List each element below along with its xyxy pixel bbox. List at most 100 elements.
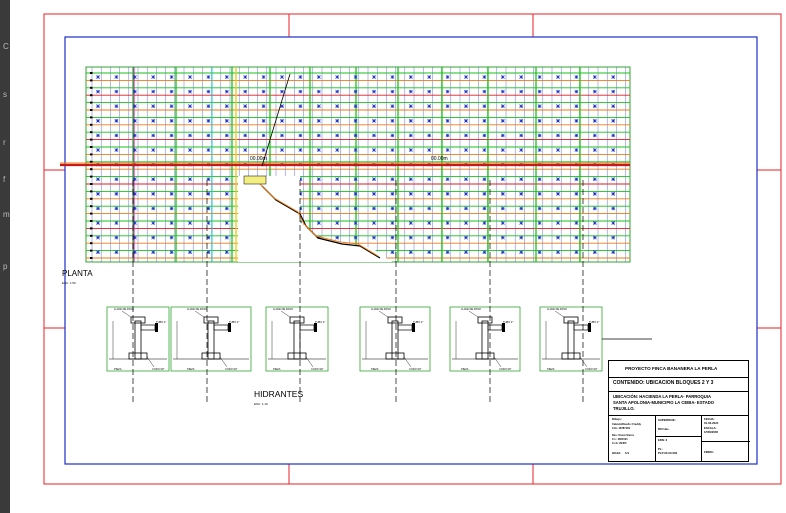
sprinkler-mark [151, 104, 156, 109]
sprinkler-mark [353, 177, 358, 182]
sprinkler-mark [556, 75, 560, 79]
sprinkler-mark [151, 206, 156, 211]
sprinkler-mark [132, 75, 137, 79]
sprinkler-mark [574, 148, 579, 152]
sprinkler-mark [611, 89, 616, 94]
sprinkler-mark [261, 133, 266, 138]
viewer-sidebar-strip [0, 0, 10, 513]
sprinkler-mark [500, 148, 505, 152]
detail-label: LLAVE DE PASO [371, 308, 391, 311]
sprinkler-mark [298, 133, 303, 138]
lateral-end-marker [90, 220, 93, 222]
sprinkler-mark [114, 118, 119, 123]
sprinkler-mark [519, 75, 524, 79]
escala-small: C.I.b: 20455 [612, 442, 627, 445]
sprinkler-mark [96, 118, 100, 123]
sprinkler-mark [519, 118, 524, 123]
dibujo-label: Dibujo: [612, 417, 622, 421]
sprinkler-mark [519, 89, 524, 94]
sprinkler-mark [592, 177, 597, 182]
sprinkler-mark [298, 89, 303, 94]
sprinkler-mark [114, 191, 119, 196]
viewer-letter: C [3, 42, 9, 51]
sprinkler-mark [574, 191, 579, 196]
lateral-end-marker [90, 249, 93, 252]
sprinkler-mark [280, 89, 284, 94]
sprinkler-mark [537, 89, 542, 94]
sprinkler-mark [224, 133, 229, 138]
sprinkler-mark [114, 221, 119, 225]
sprinkler-mark [353, 221, 358, 225]
sprinkler-mark [243, 118, 248, 123]
sprinkler-mark [353, 206, 358, 211]
sprinkler-mark [408, 206, 413, 211]
sprinkler-mark [316, 148, 321, 152]
lateral-end-marker [90, 116, 93, 119]
detail-label: PIEZA [371, 368, 379, 371]
sprinkler-mark [114, 206, 119, 211]
sprinkler-mark [372, 89, 376, 94]
hydrant-outlet-cap [155, 323, 158, 332]
hydrant-detail-box [539, 306, 603, 372]
sprinkler-mark [151, 89, 156, 94]
plano-label: PL: [658, 447, 663, 451]
sprinkler-mark [151, 177, 156, 182]
sprinkler-mark [427, 133, 432, 138]
detail-label: CODO 90° [311, 368, 324, 371]
sprinkler-mark [372, 104, 376, 109]
sprinkler-mark [169, 118, 174, 123]
hydrant-outlet-cap [228, 323, 231, 332]
detail-label: CODO 90° [499, 368, 512, 371]
sprinkler-mark [592, 235, 597, 240]
sprinkler-mark [592, 148, 597, 152]
sprinkler-mark [224, 148, 229, 152]
detail-label: CODO 90° [152, 368, 165, 371]
sprinkler-mark [537, 206, 542, 211]
fecha-value: 01-03-2024 [704, 421, 719, 425]
sprinkler-mark [96, 133, 100, 138]
sprinkler-mark [390, 177, 395, 182]
detail-label: CODO 90° [585, 368, 598, 371]
sprinkler-mark [169, 250, 174, 255]
detail-label: TUBO 2" [413, 321, 424, 324]
sprinkler-mark [574, 133, 579, 138]
sprinkler-mark [611, 221, 616, 225]
sprinkler-mark [464, 235, 468, 240]
sprinkler-mark [592, 191, 597, 196]
sprinkler-mark [500, 191, 505, 196]
sprinkler-mark [188, 221, 192, 225]
title-block-contenido: CONTENIDO: UBICACION BLOQUES 2 Y 3 [613, 380, 714, 386]
detail-label: TUBO 2" [156, 321, 167, 324]
sprinkler-mark [316, 89, 321, 94]
firma-label: FIRMA: [704, 450, 714, 454]
viewer-sidebar-letters: C s r f m p [0, 0, 14, 513]
sprinkler-mark [482, 250, 487, 255]
sprinkler-mark [445, 177, 450, 182]
hydrant-detail-box [265, 306, 329, 372]
sprinkler-mark [445, 206, 450, 211]
sprinkler-mark [372, 206, 376, 211]
sprinkler-mark [556, 221, 560, 225]
sprinkler-mark [574, 206, 579, 211]
sprinkler-mark [556, 148, 560, 152]
viewer-letter: f [3, 175, 6, 184]
sprinkler-mark [500, 221, 505, 225]
sprinkler-mark [556, 89, 560, 94]
sprinkler-mark [224, 250, 229, 255]
sprinkler-mark [353, 148, 358, 152]
sprinkler-mark [298, 148, 303, 152]
sheet-outline [43, 13, 782, 485]
sheet-border [43, 13, 782, 485]
sprinkler-mark [206, 75, 211, 79]
lateral-end-marker [90, 109, 93, 111]
sprinkler-mark [464, 206, 468, 211]
sprinkler-mark [574, 177, 579, 182]
sprinkler-mark [464, 221, 468, 225]
sprinkler-mark [611, 250, 616, 255]
sprinkler-mark [592, 250, 597, 255]
sprinkler-mark [335, 89, 340, 94]
hydrant-detail-box [359, 306, 431, 372]
hydrant-valve [477, 316, 493, 324]
sprinkler-mark [372, 118, 376, 123]
sprinkler-mark [519, 221, 524, 225]
